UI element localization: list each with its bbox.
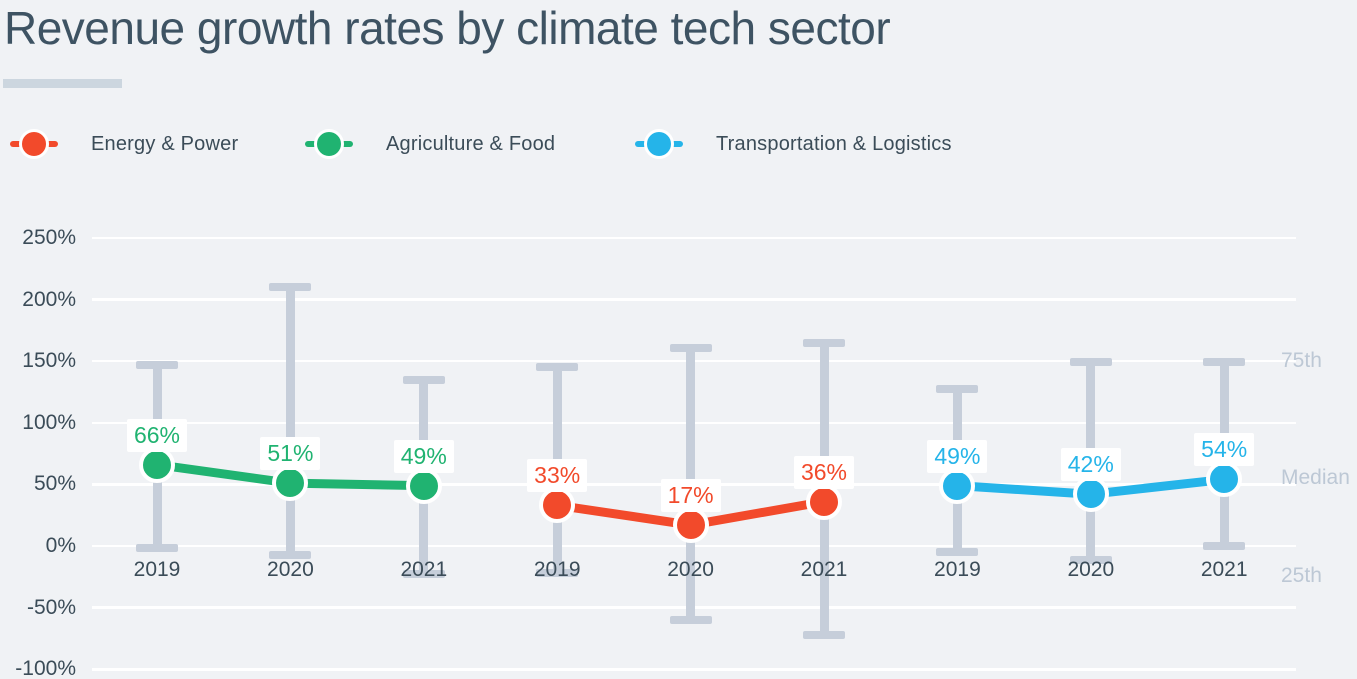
median-value-label-energy-power-2020: 17%: [660, 479, 721, 513]
x-axis-year-label-energy-power-2019: 2019: [533, 558, 581, 581]
y-axis-tick-label: 150%: [22, 349, 76, 373]
whisker-cap-25th-transportation-logistics-2021: [1203, 542, 1246, 550]
x-axis-year-label-agriculture-food-2021: 2021: [400, 558, 448, 581]
transportation-logistics-series-marker-icon: [635, 128, 683, 160]
median-value-label-agriculture-food-2020: 51%: [260, 437, 321, 471]
whisker-cap-25th-agriculture-food-2020: [269, 550, 312, 559]
legend-item-agriculture-food: Agriculture & Food: [305, 128, 555, 160]
whisker-cap-25th-transportation-logistics-2020: [1069, 555, 1112, 564]
y-axis-tick-label: 200%: [22, 287, 76, 311]
data-point-marker-energy-power-2021: [806, 483, 842, 520]
agriculture-food-series-marker-icon: [305, 128, 353, 160]
legend-label-agriculture-food: Agriculture & Food: [386, 132, 556, 155]
y-axis-tick-label: 250%: [22, 225, 76, 249]
whisker-cap-75th-energy-power-2020: [669, 343, 712, 352]
median-value-label-energy-power-2019: 33%: [527, 459, 588, 493]
data-point-marker-energy-power-2019: [539, 487, 576, 524]
whisker-cap-75th-agriculture-food-2021: [402, 375, 445, 384]
gridline--100: [92, 668, 1296, 671]
whisker-cap-25th-energy-power-2021: [803, 630, 845, 639]
legend-item-transportation-logistics: Transportation & Logistics: [635, 128, 952, 160]
x-axis-year-label-energy-power-2021: 2021: [800, 558, 848, 581]
percentile-annotation-75th: 75th: [1281, 349, 1322, 373]
data-point-marker-energy-power-2020: [672, 507, 709, 544]
whisker-cap-25th-agriculture-food-2019: [136, 544, 178, 553]
x-axis-year-label-agriculture-food-2020: 2020: [267, 558, 314, 581]
median-value-label-agriculture-food-2019: 66%: [127, 418, 187, 452]
legend-label-energy-power: Energy & Power: [91, 132, 239, 155]
data-point-marker-agriculture-food-2021: [405, 467, 442, 504]
data-point-marker-transportation-logistics-2020: [1072, 476, 1109, 513]
legend: Energy & Power Agriculture & Food Transp…: [0, 128, 1357, 162]
whisker-cap-75th-agriculture-food-2020: [269, 283, 312, 292]
y-axis-tick-label: -50%: [26, 595, 76, 619]
y-axis-tick-label: -100%: [15, 657, 76, 679]
whisker-cap-25th-energy-power-2019: [536, 569, 579, 578]
whisker-cap-25th-transportation-logistics-2019: [936, 548, 979, 557]
x-axis-year-label-agriculture-food-2019: 2019: [133, 558, 181, 581]
x-axis-year-label-energy-power-2020: 2020: [667, 558, 714, 581]
whisker-cap-25th-agriculture-food-2021: [402, 570, 445, 579]
data-point-marker-agriculture-food-2020: [272, 465, 309, 502]
median-value-label-transportation-logistics-2019: 49%: [927, 439, 988, 473]
x-axis-year-label-transportation-logistics-2019: 2019: [934, 558, 981, 581]
legend-label-transportation-logistics: Transportation & Logistics: [716, 132, 952, 155]
whisker-cap-75th-transportation-logistics-2021: [1203, 358, 1246, 367]
data-point-marker-transportation-logistics-2021: [1206, 461, 1243, 498]
legend-item-energy-power: Energy & Power: [10, 128, 238, 160]
percentile-annotation-25th: 25th: [1281, 563, 1322, 587]
median-value-label-transportation-logistics-2020: 42%: [1060, 448, 1121, 482]
whisker-agriculture-food-2020: [285, 287, 295, 555]
gridline-250: [92, 236, 1296, 240]
y-axis-tick-label: 50%: [33, 472, 76, 496]
x-axis-year-label-transportation-logistics-2021: 2021: [1200, 558, 1248, 581]
whisker-cap-75th-energy-power-2019: [536, 363, 579, 372]
y-axis-tick-label: 0%: [45, 534, 76, 557]
y-axis-tick-label: 100%: [22, 410, 76, 434]
whisker-cap-25th-energy-power-2020: [669, 615, 712, 624]
percentile-annotation-median: Median: [1281, 466, 1350, 490]
data-point-marker-agriculture-food-2019: [139, 446, 175, 483]
median-value-label-transportation-logistics-2021: 54%: [1194, 433, 1255, 467]
whisker-cap-75th-transportation-logistics-2019: [936, 385, 979, 394]
gridline-200: [92, 298, 1296, 301]
data-point-marker-transportation-logistics-2019: [939, 467, 976, 504]
page-title: Revenue growth rates by climate tech sec…: [4, 2, 891, 54]
x-axis-year-label-transportation-logistics-2020: 2020: [1067, 558, 1115, 581]
energy-power-series-marker-icon: [10, 128, 58, 160]
title-underline: [3, 79, 122, 88]
whisker-cap-75th-transportation-logistics-2020: [1069, 358, 1112, 367]
median-value-label-energy-power-2021: 36%: [794, 455, 854, 489]
median-value-label-agriculture-food-2021: 49%: [393, 439, 454, 473]
whisker-cap-75th-energy-power-2021: [803, 338, 845, 347]
whisker-cap-75th-agriculture-food-2019: [136, 360, 178, 369]
